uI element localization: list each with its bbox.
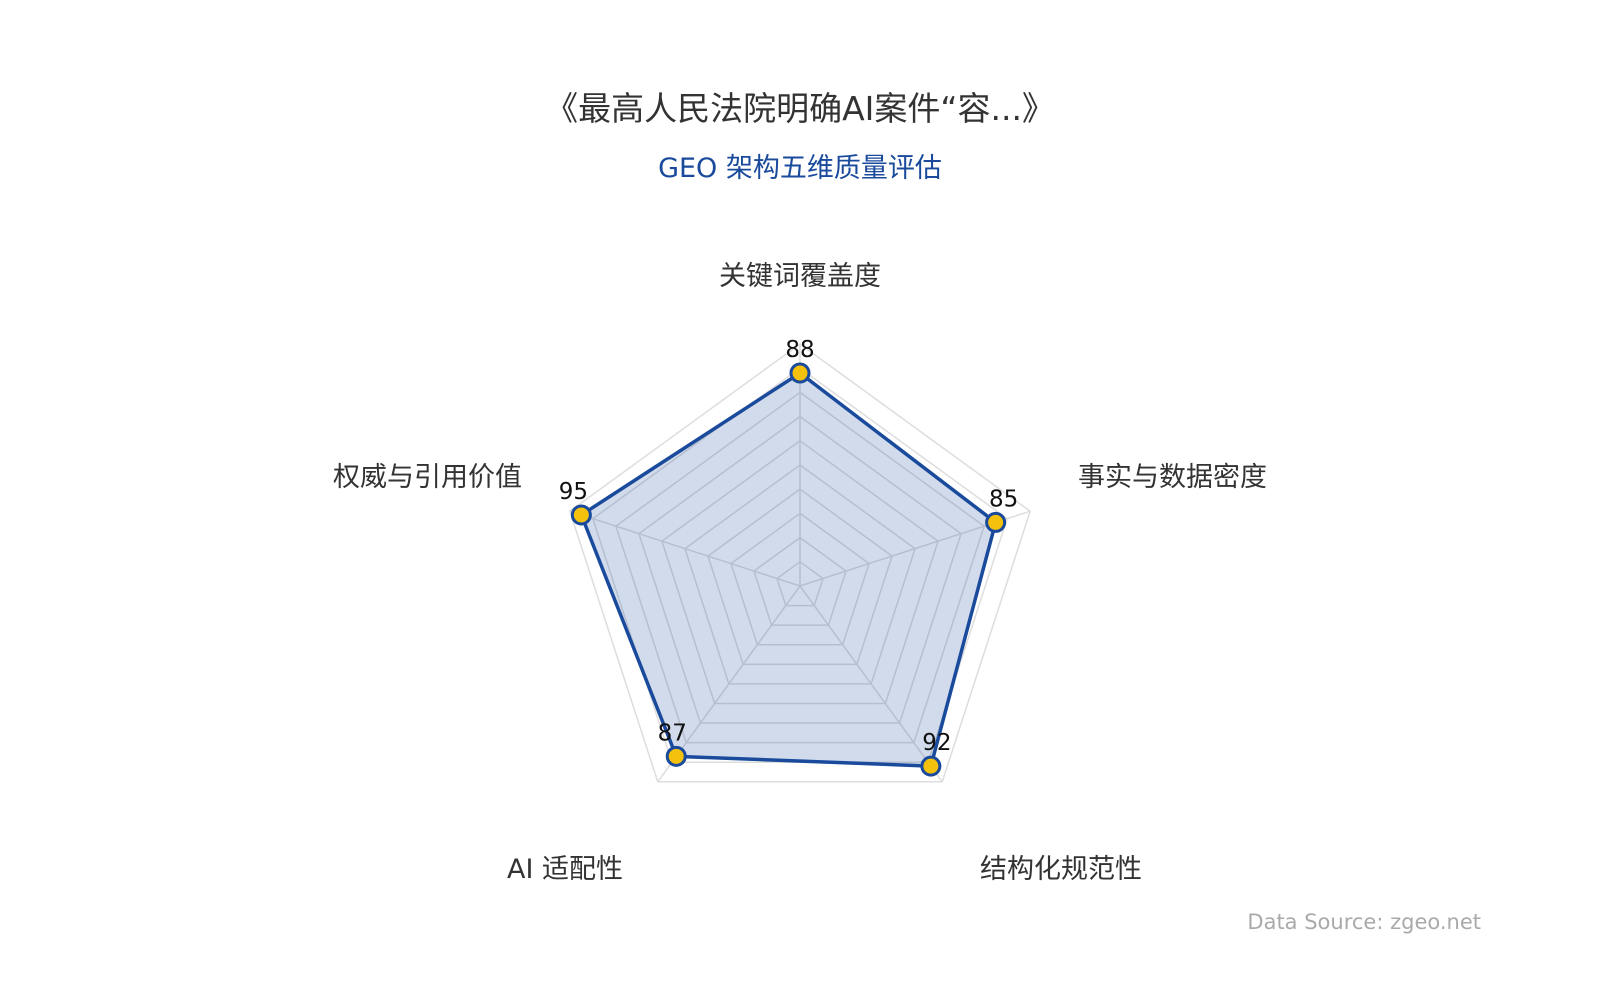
data-label: 85 xyxy=(989,486,1018,512)
axis-line xyxy=(799,585,943,783)
axis-line xyxy=(569,510,801,587)
split-line xyxy=(661,439,939,705)
split-line xyxy=(776,560,824,607)
split-line xyxy=(568,343,1032,783)
data-point xyxy=(985,511,1007,533)
chart-subtitle: GEO 架构五维质量评估 xyxy=(658,153,942,184)
data-label: 87 xyxy=(658,720,687,746)
indicator-label: 关键词覆盖度 xyxy=(719,261,881,292)
data-point xyxy=(665,745,687,767)
data-source: Data Source: zgeo.net xyxy=(1247,910,1481,934)
data-label: 88 xyxy=(785,337,814,363)
indicator-label: AI 适配性 xyxy=(507,854,623,885)
data-point xyxy=(920,755,942,777)
data-point xyxy=(570,504,592,526)
indicator-label: 结构化规范性 xyxy=(980,854,1142,885)
data-label: 95 xyxy=(559,479,588,505)
data-label: 92 xyxy=(922,730,951,756)
indicator-label: 权威与引用价值 xyxy=(333,462,522,493)
split-line xyxy=(753,536,847,626)
split-line xyxy=(684,464,916,685)
split-line xyxy=(707,488,893,666)
split-line xyxy=(614,391,986,744)
indicator-label: 事实与数据密度 xyxy=(1078,462,1267,493)
data-point xyxy=(789,362,811,384)
series-area xyxy=(579,371,998,768)
split-line xyxy=(638,415,962,724)
split-line xyxy=(730,512,870,646)
chart-title: 《最高人民法院明确AI案件“容...》 xyxy=(545,89,1055,128)
